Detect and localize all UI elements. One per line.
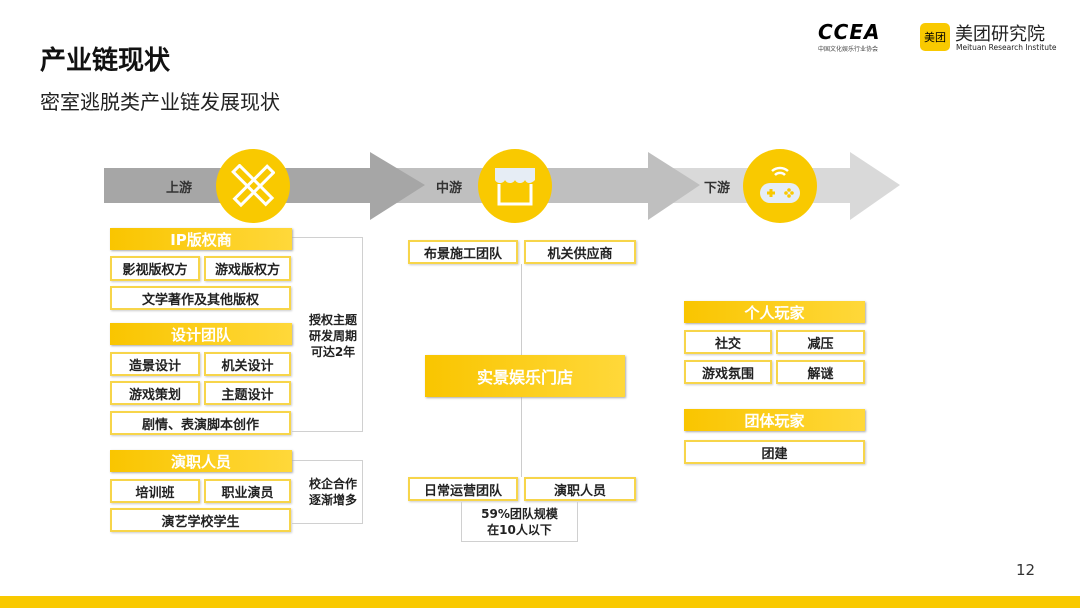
bracket-2 — [292, 460, 363, 524]
box-mechanism-design: 机关设计 — [204, 352, 291, 376]
box-theme-design: 主题设计 — [204, 381, 291, 405]
box-pro-actors: 职业演员 — [204, 479, 291, 503]
bracket-1 — [292, 237, 363, 432]
center-store: 实景娱乐门店 — [425, 355, 625, 397]
stage-midstream: 中游 — [436, 181, 463, 196]
box-social: 社交 — [684, 330, 772, 354]
ccea-logo-cn: 中国文化娱乐行业协会 — [818, 46, 879, 53]
store-icon — [478, 149, 552, 223]
group-header-group: 团体玩家 — [684, 409, 865, 431]
note-line: 授权主题 — [308, 313, 357, 327]
box-drama-students: 演艺学校学生 — [110, 508, 291, 532]
group-header-design: 设计团队 — [110, 323, 292, 345]
note-line: 可达2年 — [310, 345, 356, 359]
page-subtitle: 密室逃脱类产业链发展现状 — [40, 90, 280, 114]
box-atmosphere: 游戏氛围 — [684, 360, 772, 384]
meituan-logo-text: 美团研究院 — [955, 24, 1045, 45]
page-title: 产业链现状 — [40, 46, 171, 76]
note-line: 校企合作 — [308, 477, 357, 491]
gamepad-icon — [743, 149, 817, 223]
stage-upstream: 上游 — [166, 181, 193, 196]
ccea-logo: CCEA 中国文化娱乐行业协会 — [818, 20, 881, 53]
ccea-logo-text: CCEA — [818, 20, 881, 44]
box-game-planning: 游戏策划 — [110, 381, 200, 405]
page-number: 12 — [1016, 561, 1036, 579]
design-tools-icon — [216, 149, 290, 223]
box-literature-rights: 文学著作及其他版权 — [110, 286, 291, 310]
box-game-rights: 游戏版权方 — [204, 256, 291, 281]
group-header-ip: IP版权商 — [110, 228, 292, 250]
box-operations-team: 日常运营团队 — [408, 477, 518, 501]
note-team-size: 59%团队规模在10人以下 — [461, 502, 578, 542]
box-script-writing: 剧情、表演脚本创作 — [110, 411, 291, 435]
note-line: 研发周期 — [308, 329, 357, 343]
box-stress-relief: 减压 — [776, 330, 865, 354]
note-line: 在10人以下 — [487, 523, 552, 537]
box-film-rights: 影视版权方 — [110, 256, 200, 281]
box-team-building: 团建 — [684, 440, 865, 464]
footer-bar — [0, 596, 1080, 608]
meituan-badge: 美团 — [920, 23, 950, 51]
note-license-cycle: 授权主题研发周期可达2年 — [300, 312, 366, 360]
box-performers: 演职人员 — [524, 477, 636, 501]
meituan-logo-en: Meituan Research Institute — [956, 43, 1057, 52]
stage-downstream: 下游 — [704, 181, 731, 196]
box-training: 培训班 — [110, 479, 200, 503]
box-set-construction: 布景施工团队 — [408, 240, 518, 264]
connector-top — [521, 264, 522, 355]
connector-bottom — [521, 397, 522, 477]
note-line: 59%团队规模 — [481, 507, 558, 521]
box-mechanism-supplier: 机关供应商 — [524, 240, 636, 264]
box-scene-design: 造景设计 — [110, 352, 200, 376]
group-header-individual: 个人玩家 — [684, 301, 865, 323]
note-line: 逐渐增多 — [308, 493, 357, 507]
box-puzzle: 解谜 — [776, 360, 865, 384]
note-school-cooperation: 校企合作逐渐增多 — [300, 476, 366, 508]
group-header-performers: 演职人员 — [110, 450, 292, 472]
